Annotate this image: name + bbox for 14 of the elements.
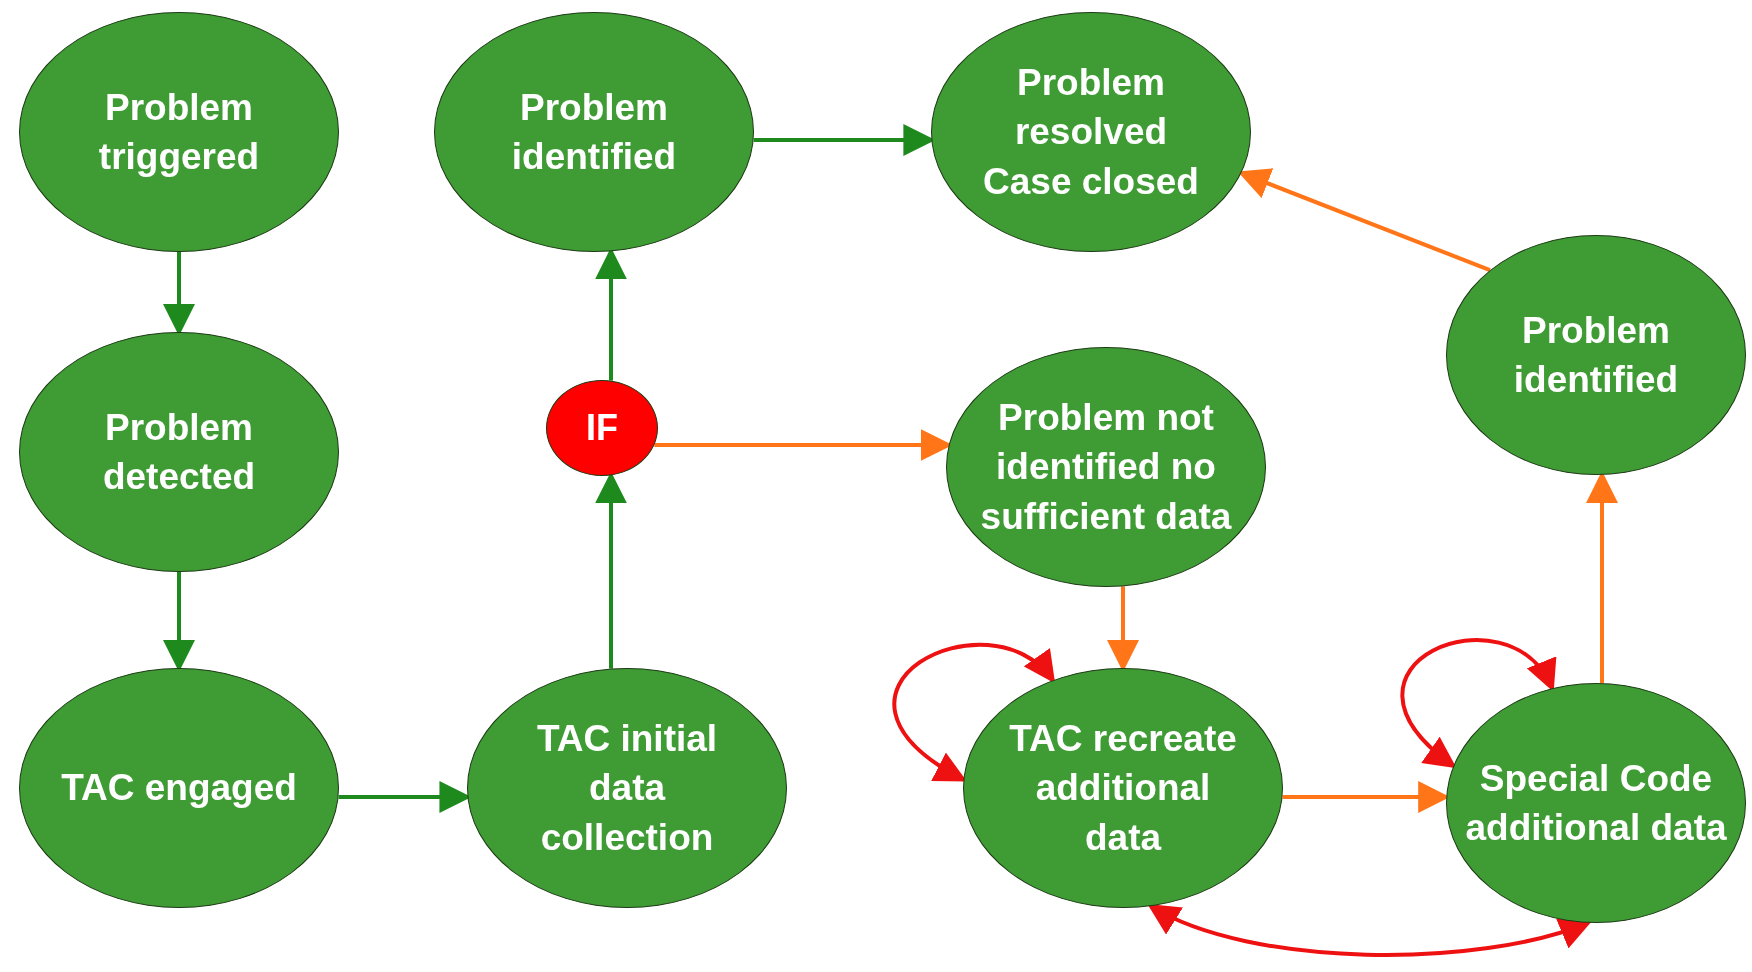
arrow xyxy=(1147,904,1592,957)
node-label: TAC engaged xyxy=(60,766,298,811)
arrow xyxy=(893,643,1056,782)
node-label: Problem not identified no sufficient data xyxy=(979,396,1233,539)
node-label: TAC recreate additional data xyxy=(1008,717,1238,860)
node-label: Special Code additional data xyxy=(1465,756,1727,850)
arrow xyxy=(1400,638,1555,769)
node-label: Problem resolved Case closed xyxy=(982,61,1200,204)
node-label: Problem triggered xyxy=(97,85,261,179)
node-label: IF xyxy=(585,406,619,451)
node-label: TAC initial data collection xyxy=(535,717,719,860)
node-label: Problem detected xyxy=(101,405,257,499)
node-label: Problem identified xyxy=(1512,308,1680,402)
node-label: Problem identified xyxy=(510,85,678,179)
